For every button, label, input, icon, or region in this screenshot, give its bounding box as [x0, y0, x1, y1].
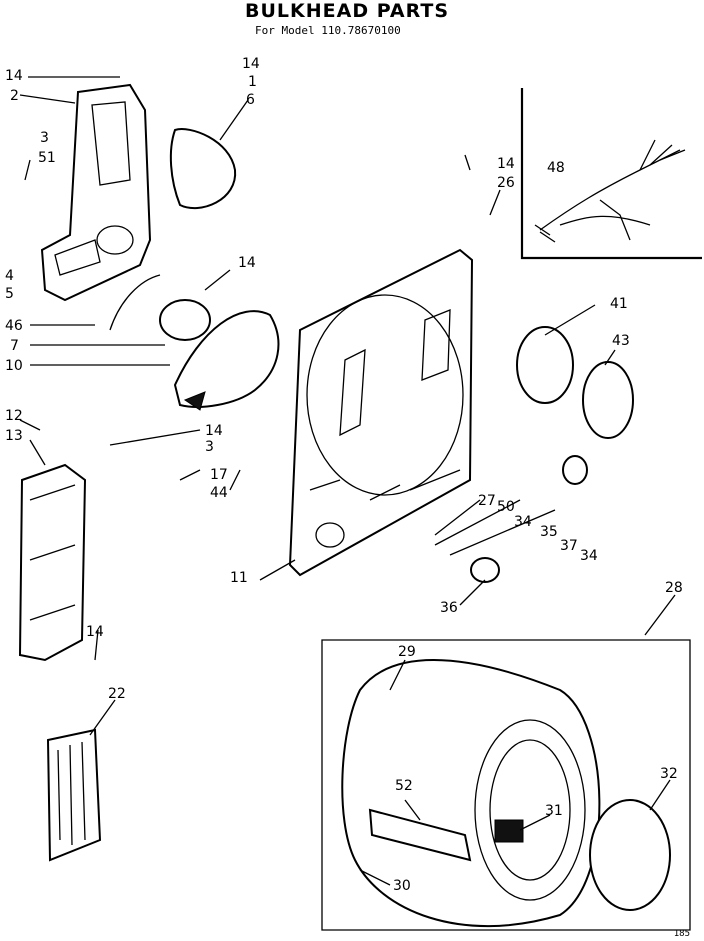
harness-inset-box	[520, 88, 702, 260]
callout-label: 28	[665, 580, 683, 596]
drum-assembly-inset	[321, 639, 691, 931]
callout-label: 36	[440, 600, 458, 616]
callout-label: 44	[210, 485, 228, 501]
page-title: BULKHEAD PARTS	[245, 0, 450, 22]
callout-label: 10	[5, 358, 23, 374]
heater-housing-part	[18, 463, 87, 662]
callout-label: 52	[395, 778, 413, 794]
model-subtitle: For Model 110.78670100	[255, 24, 401, 37]
callout-label: 32	[660, 766, 678, 782]
callout-label: 14	[242, 56, 260, 72]
callout-label: 26	[497, 175, 515, 191]
callout-label: 3	[205, 439, 214, 455]
callout-label: 46	[5, 318, 23, 334]
callout-label: 48	[547, 160, 565, 176]
callout-label: 22	[108, 686, 126, 702]
callout-label: 50	[497, 499, 515, 515]
thermostat-cover-part	[582, 361, 634, 439]
callout-label: 5	[5, 286, 14, 302]
callout-label: 29	[398, 644, 416, 660]
callout-label: 43	[612, 333, 630, 349]
callout-label: 17	[210, 467, 228, 483]
motor-pulley-assembly	[109, 274, 280, 411]
terminal-block-part	[46, 728, 102, 862]
callout-label: 14	[5, 68, 23, 84]
idler-pulley-part	[562, 455, 588, 485]
callout-label: 14	[205, 423, 223, 439]
callout-label: 1	[248, 74, 257, 90]
figure-ref: 185	[673, 929, 690, 939]
callout-label: 13	[5, 428, 23, 444]
callout-label: 31	[545, 803, 563, 819]
callout-label: 2	[10, 88, 19, 104]
callout-label: 30	[393, 878, 411, 894]
callout-label: 4	[5, 268, 14, 284]
callout-labels: 14 14 1 2 6 3 51 4 5 14 26 48 14 46 7 10…	[5, 56, 683, 894]
drum-seal-part	[169, 128, 237, 210]
front-bulkhead-panel	[288, 248, 474, 577]
callout-label: 6	[246, 92, 255, 108]
callout-label: 41	[610, 296, 628, 312]
callout-label: 34	[514, 514, 532, 530]
idler-wheel-part	[470, 557, 500, 583]
callout-label: 37	[560, 538, 578, 554]
callout-label: 14	[497, 156, 515, 172]
callout-label: 35	[540, 524, 558, 540]
rear-bulkhead-panel	[40, 83, 152, 302]
callout-label: 51	[38, 150, 56, 166]
leader-lines	[19, 76, 676, 886]
callout-label: 12	[5, 408, 23, 424]
callout-label: 14	[238, 255, 256, 271]
thermostat-part	[516, 326, 574, 404]
callout-label: 14	[86, 624, 104, 640]
callout-label: 3	[40, 130, 49, 146]
callout-label: 11	[230, 570, 248, 586]
callout-label: 34	[580, 548, 598, 564]
callout-label: 27	[478, 493, 496, 509]
callout-label: 7	[10, 338, 19, 354]
